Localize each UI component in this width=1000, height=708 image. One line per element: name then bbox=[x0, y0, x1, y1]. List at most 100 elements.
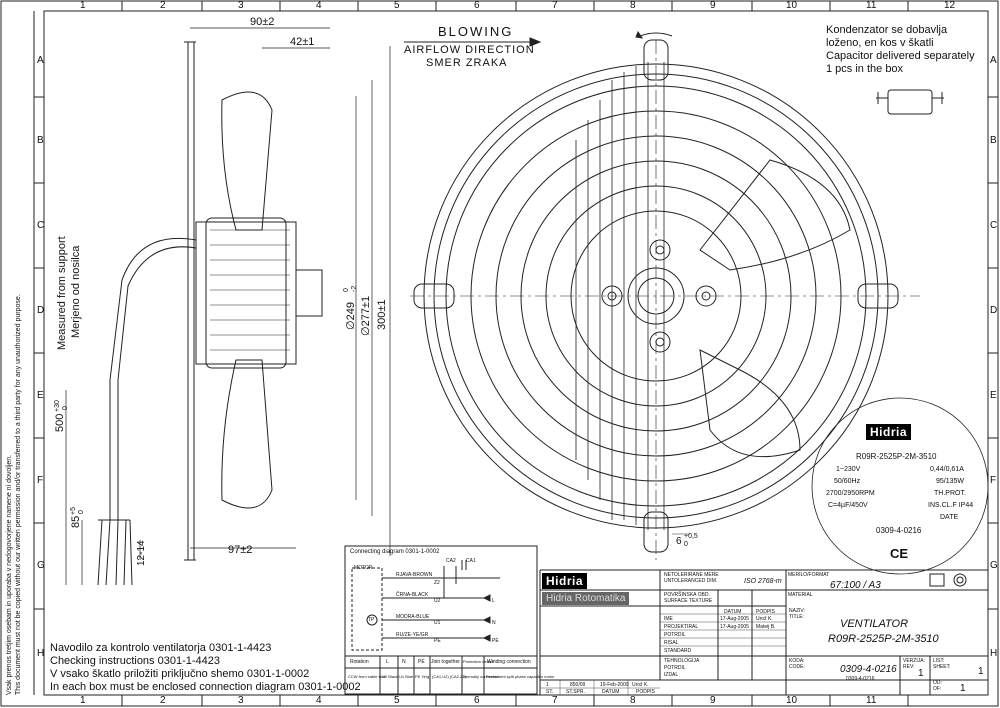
row-label: E bbox=[37, 390, 44, 401]
nameplate-right-line: 0,44/0,61A bbox=[930, 466, 964, 473]
row-label: H bbox=[37, 648, 45, 659]
row-label: A bbox=[37, 55, 44, 66]
nameplate-left-line: 2700/2950RPM bbox=[826, 490, 875, 497]
sheet-value: 1 bbox=[978, 666, 984, 677]
nameplate-left-line: 1~230V bbox=[836, 466, 861, 473]
capacitor-note-line: Kondenzator se dobavlja bbox=[826, 24, 948, 36]
terminal-label: U1 bbox=[434, 620, 441, 626]
nameplate-right-line: 95/135W bbox=[936, 478, 965, 485]
ime-label: IME bbox=[664, 616, 673, 622]
date-2: 17-Aug-2005 bbox=[720, 624, 749, 630]
table-cell: U2 Black bbox=[382, 674, 399, 679]
airflow-smer: SMER ZRAKA bbox=[426, 57, 508, 69]
col-label: 6 bbox=[474, 0, 480, 11]
dim-diameter-249-tol: 0 bbox=[343, 288, 350, 292]
note-line: Checking instructions 0301-1-4423 bbox=[50, 655, 220, 667]
change-row: 850/09 bbox=[570, 682, 586, 688]
change-head: PODPIS bbox=[636, 689, 655, 695]
netol: NETOLERIRANE MERE bbox=[664, 572, 719, 578]
nameplate bbox=[811, 397, 989, 575]
table-head: Winding connection bbox=[487, 659, 531, 665]
table-cell: U1 Blue bbox=[399, 674, 414, 679]
line-label: PE bbox=[492, 638, 499, 644]
of-value: 1 bbox=[960, 683, 966, 694]
table-cell: CCW from cable side bbox=[348, 674, 386, 679]
col-label: 7 bbox=[552, 695, 558, 706]
title-label: TITLE: bbox=[789, 614, 805, 620]
change-head: DATUM bbox=[602, 689, 620, 695]
od-label: OD: bbox=[933, 680, 942, 686]
cable-length-tol: +30 bbox=[54, 400, 61, 412]
row-label: F bbox=[990, 475, 997, 486]
approval-row: POTRDIL bbox=[664, 665, 686, 671]
connection-ca1: CA1 bbox=[466, 558, 476, 564]
capacitor-note-line: Capacitor delivered separately bbox=[826, 50, 975, 62]
col-label: 3 bbox=[238, 695, 244, 706]
naziv-label: NAZIV: bbox=[789, 608, 805, 614]
measured-si: Merjeno od nosilca bbox=[70, 245, 82, 338]
table-cell: (CA1,U2) (CA2,Z2) bbox=[432, 674, 467, 679]
note-line: V vsako škatlo priložiti priključno shem… bbox=[50, 668, 310, 680]
note-line: Navodilo za kontrolo ventilatorja 0301-1… bbox=[50, 642, 272, 654]
col-label: 4 bbox=[316, 695, 322, 706]
side-dimensions bbox=[65, 27, 391, 585]
table-cell: Permanent split phase capacitor motor bbox=[486, 674, 555, 679]
front-view-fan bbox=[410, 30, 920, 560]
change-row: 19-Feb-2009 bbox=[600, 682, 629, 688]
title-logo-secondary: Hidria Rotomatika bbox=[542, 592, 630, 605]
connection-title: Connecting diagram 0301-1-0002 bbox=[350, 549, 440, 555]
row-label: E bbox=[990, 390, 997, 401]
row-ticks bbox=[34, 96, 998, 610]
slot-dim-tol2: 0 bbox=[684, 541, 688, 548]
approval-row: STANDARD bbox=[664, 648, 692, 654]
line-label: N bbox=[492, 620, 496, 626]
terminal-label: U2 bbox=[434, 598, 441, 604]
wire-label: ČRNA-BLACK bbox=[396, 592, 429, 598]
side-view-fan bbox=[97, 41, 323, 586]
strip-length: 85 bbox=[70, 515, 82, 528]
connection-diagram-frame bbox=[344, 545, 538, 695]
dim-diameter-249-tol2: -2 bbox=[351, 285, 358, 292]
slot-dim-tol: +0,5 bbox=[684, 533, 698, 540]
line-label: L bbox=[492, 598, 495, 604]
airflow-arrow bbox=[404, 37, 542, 47]
row-label: C bbox=[990, 220, 998, 231]
row-label: H bbox=[990, 648, 998, 659]
nameplate-left-line: 50/60Hz bbox=[834, 478, 861, 485]
cable-length: 500 bbox=[54, 413, 66, 432]
code-label: CODE: bbox=[789, 664, 805, 670]
column-ticks bbox=[121, 1, 909, 706]
airflow-direction: AIRFLOW DIRECTION bbox=[404, 44, 535, 56]
wire-label: MODRA-BLUE bbox=[396, 614, 430, 620]
table-head: N bbox=[402, 659, 406, 665]
col-label: 10 bbox=[786, 0, 798, 11]
datum-head: DATUM bbox=[724, 609, 742, 615]
col-label: 5 bbox=[394, 0, 400, 11]
col-label: 2 bbox=[160, 695, 166, 706]
measured-en: Measured from support bbox=[56, 236, 68, 350]
col-label: 8 bbox=[630, 695, 636, 706]
dim-diameter-249: ∅249 bbox=[345, 302, 357, 330]
table-cell: PE Ye/gr bbox=[415, 674, 431, 679]
verzija-label: VERZIJA: bbox=[903, 658, 925, 664]
approval-row: TEHNOLOGIJA bbox=[664, 658, 700, 664]
col-label: 7 bbox=[552, 0, 558, 11]
table-head: PE bbox=[418, 659, 425, 665]
col-label: 3 bbox=[238, 0, 244, 11]
date-1: 17-Aug-2005 bbox=[720, 616, 749, 622]
col-label: 9 bbox=[710, 695, 716, 706]
col-label: 6 bbox=[474, 695, 480, 706]
ferrule-length: 12-14 bbox=[136, 540, 147, 566]
row-label: F bbox=[37, 475, 44, 486]
merilo-label: MERILO/FORMAT bbox=[788, 572, 830, 578]
sign-2: Mateij B. bbox=[756, 624, 776, 630]
scale-value: 67:100 / A3 bbox=[830, 580, 881, 591]
table-head: L bbox=[386, 659, 389, 665]
iso-standard: ISO 2768-m bbox=[744, 578, 782, 585]
untol: UNTOLERANCED DIM. bbox=[664, 578, 718, 584]
strip-length-tol2: 0 bbox=[78, 510, 85, 514]
dim-top-outer: 90±2 bbox=[250, 16, 275, 28]
dim-top-inner: 42±1 bbox=[290, 36, 315, 48]
